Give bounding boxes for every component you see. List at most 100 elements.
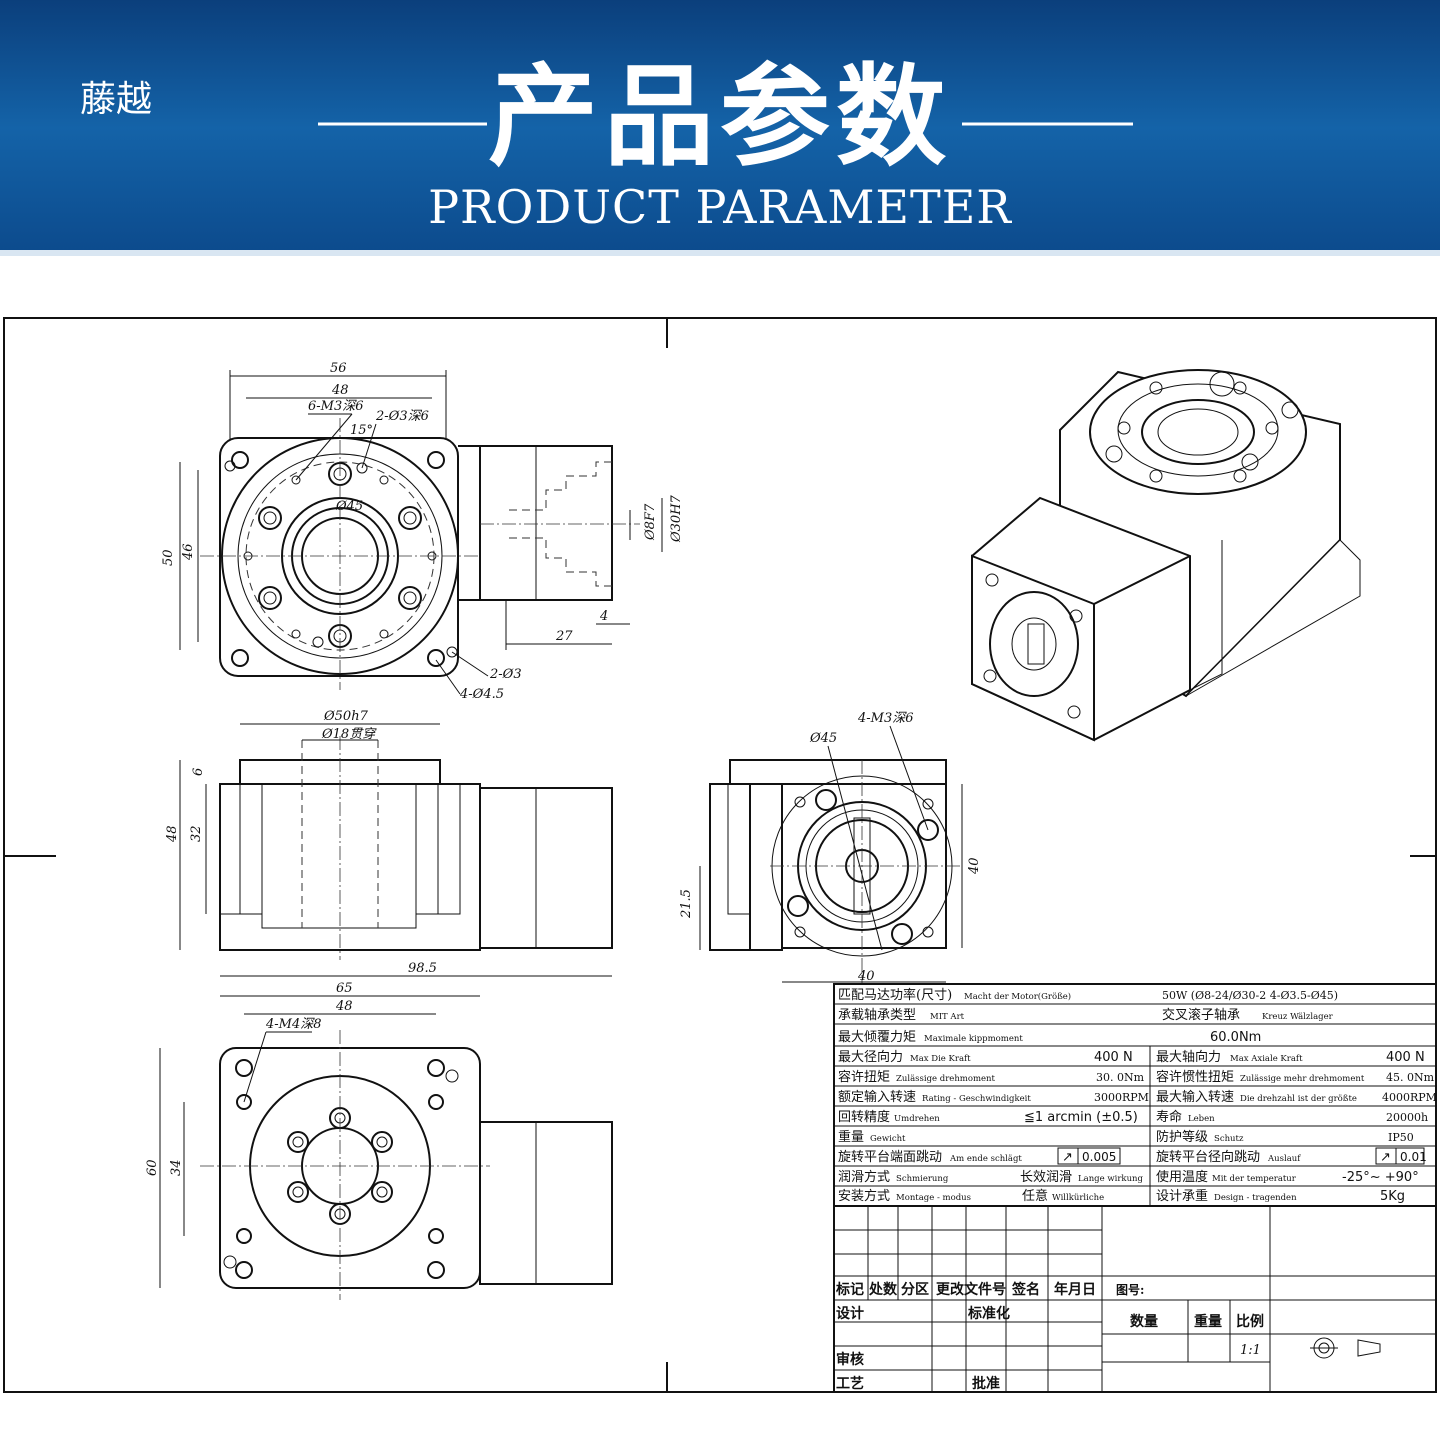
- tb-qianming: 签名: [1011, 1281, 1040, 1298]
- spec-motor-label-de: Macht der Motor(Größe): [964, 991, 1071, 1002]
- spec-row-label: 设计承重: [1156, 1188, 1208, 1204]
- dim-50: 50: [161, 549, 176, 566]
- page-title: 产品参数: [488, 53, 952, 181]
- spec-row-value: 400 N: [1386, 1050, 1425, 1065]
- dim-phi18: Ø18贯穿: [321, 727, 377, 742]
- tb-genggai: 更改文件号: [936, 1281, 1006, 1298]
- spec-row-label-de: Rating - Geschwindigkeit: [922, 1094, 1031, 1104]
- spec-row-label: 额定输入转速: [838, 1089, 916, 1105]
- spec-row-label-de: Auslauf: [1267, 1154, 1301, 1164]
- spec-tilt-label-de: Maximale kippmoment: [924, 1034, 1023, 1044]
- dim-27: 27: [555, 629, 573, 644]
- dim-6: 6: [191, 768, 206, 776]
- spec-motor-label: 匹配马达功率(尺寸): [838, 987, 952, 1003]
- spec-row-value: -25°~ +90°: [1342, 1170, 1419, 1185]
- spec-row-label: 安装方式: [838, 1188, 890, 1204]
- spec-row-value: ≦1 arcmin (±0.5): [1024, 1110, 1138, 1125]
- spec-row-label-de: Gewicht: [870, 1134, 906, 1144]
- spec-row-label: 容许扭矩: [838, 1069, 890, 1085]
- tb-sheji: 设计: [836, 1305, 864, 1322]
- dim-phi45-side: Ø45: [809, 731, 837, 746]
- spec-table: 匹配马达功率(尺寸) Macht der Motor(Größe) 50W (Ø…: [833, 983, 1437, 1207]
- spec-row-label: 重量: [838, 1129, 864, 1145]
- spec-row-label: 容许惯性扭矩: [1156, 1069, 1234, 1085]
- spec-row-value: 4000RPM: [1382, 1091, 1437, 1104]
- spec-row-value: 20000h: [1386, 1111, 1428, 1124]
- spec-row-label: 最大径向力: [838, 1049, 903, 1065]
- spec-row-label-de: Mit der temperatur: [1212, 1174, 1297, 1184]
- dim-4: 4: [599, 609, 608, 624]
- spec-row-label: 旋转平台端面跳动: [838, 1150, 942, 1165]
- tb-biaoji: 标记: [835, 1281, 864, 1298]
- spec-tilt-label: 最大倾覆力矩: [838, 1030, 916, 1045]
- spec-row-label-de: Umdrehen: [894, 1114, 940, 1124]
- tb-shenhe: 审核: [836, 1351, 864, 1368]
- spec-row-label-de: Design - tragenden: [1214, 1193, 1297, 1203]
- spec-row-label-de: Leben: [1188, 1114, 1215, 1124]
- spec-row-value: 3000RPM: [1094, 1091, 1149, 1104]
- spec-motor-value: 50W (Ø8-24/Ø30-2 4-Ø3.5-Ø45): [1162, 989, 1338, 1002]
- spec-row-label: 使用温度: [1156, 1169, 1208, 1185]
- spec-row-value: 0.01: [1400, 1150, 1427, 1164]
- arrow-icon: ↗: [1062, 1150, 1073, 1165]
- spec-bearing-value: 交叉滚子轴承: [1162, 1007, 1240, 1023]
- tb-bili: 比例: [1236, 1313, 1264, 1330]
- dim-48-bottom: 48: [335, 999, 353, 1014]
- dim-6-m3: 6-M3深6: [308, 399, 364, 414]
- dim-phi8f7: Ø8F7: [643, 503, 658, 541]
- spec-row-label-de: Schmierung: [896, 1174, 949, 1184]
- spec-row-value-de: Lange wirkung: [1078, 1174, 1144, 1184]
- tb-zhongliang: 重量: [1194, 1313, 1222, 1330]
- dim-32: 32: [189, 825, 204, 842]
- spec-row-value: 400 N: [1094, 1050, 1133, 1065]
- spec-row-label-de: Max Die Kraft: [910, 1054, 971, 1064]
- dim-65: 65: [336, 981, 353, 996]
- spec-bearing-value-de: Kreuz Wälzlager: [1262, 1012, 1334, 1022]
- dim-40-height: 40: [967, 857, 982, 875]
- dim-4-m3: 4-M3深6: [857, 711, 914, 726]
- top-view: 56 48 6-M3深6 2-Ø3深6 15° Ø45 50 46 Ø8F7 Ø…: [161, 361, 684, 702]
- dim-46: 46: [181, 543, 196, 561]
- tb-tuhao: 图号:: [1116, 1282, 1144, 1297]
- spec-row-label: 旋转平台径向跳动: [1156, 1149, 1260, 1165]
- spec-row-value: IP50: [1388, 1131, 1414, 1144]
- dim-34: 34: [169, 1159, 184, 1176]
- dim-phi50h7: Ø50h7: [323, 709, 369, 724]
- dim-4-m4: 4-M4深8: [265, 1017, 322, 1032]
- technical-drawing: 56 48 6-M3深6 2-Ø3深6 15° Ø45 50 46 Ø8F7 Ø…: [3, 317, 1437, 1393]
- spec-row-label-de: Montage - modus: [896, 1193, 971, 1203]
- isometric-view: [971, 369, 1361, 742]
- front-view: Ø50h7 Ø18贯穿 6 48 32 98.5: [165, 709, 613, 977]
- page-subtitle: PRODUCT PARAMETER: [428, 180, 1012, 234]
- spec-row-label-de: Die drehzahl ist der größte: [1240, 1094, 1357, 1104]
- projection-symbol-icon: [1310, 1337, 1381, 1359]
- dim-98-5: 98.5: [408, 961, 437, 976]
- tb-fenqu: 分区: [901, 1282, 929, 1298]
- dim-21-5: 21.5: [679, 889, 694, 919]
- spec-row-value: 30. 0Nm: [1096, 1071, 1145, 1084]
- title-block: 标记 处数 分区 更改文件号 签名 年月日 图号: 设计 标准化 数量 重量 比…: [833, 1205, 1437, 1393]
- spec-row-label: 最大轴向力: [1156, 1049, 1221, 1065]
- spec-row-value: 5Kg: [1380, 1189, 1405, 1204]
- banner-background: [0, 0, 1440, 256]
- spec-row-value: 0.005: [1082, 1150, 1116, 1164]
- dim-48: 48: [331, 383, 349, 398]
- spec-row-label: 防护等级: [1156, 1129, 1208, 1145]
- tb-nianyueri: 年月日: [1054, 1281, 1096, 1298]
- spec-row-value: 45. 0Nm: [1386, 1071, 1435, 1084]
- tb-gongyi: 工艺: [836, 1375, 864, 1392]
- bottom-view: 65 48 4-M4深8 60 34: [145, 981, 613, 1300]
- spec-row-label: 最大输入转速: [1156, 1089, 1234, 1105]
- tb-pizhun: 批准: [972, 1375, 1000, 1392]
- tb-biaozhunhua: 标准化: [967, 1305, 1010, 1322]
- spec-row-label-de: Zulässige drehmoment: [896, 1074, 996, 1084]
- arrow-icon: ↗: [1380, 1150, 1391, 1165]
- spec-row-label-de: Max Axiale Kraft: [1230, 1054, 1303, 1064]
- dim-56: 56: [330, 361, 347, 376]
- tb-bili-value: 1:1: [1240, 1343, 1261, 1358]
- spec-bearing-label: 承载轴承类型: [838, 1008, 916, 1023]
- header-banner: 藤越 产品参数 PRODUCT PARAMETER: [0, 0, 1440, 256]
- spec-row-label: 寿命: [1156, 1109, 1182, 1125]
- brand-name: 藤越: [80, 79, 153, 120]
- dim-2-phi3: 2-Ø3: [489, 667, 522, 682]
